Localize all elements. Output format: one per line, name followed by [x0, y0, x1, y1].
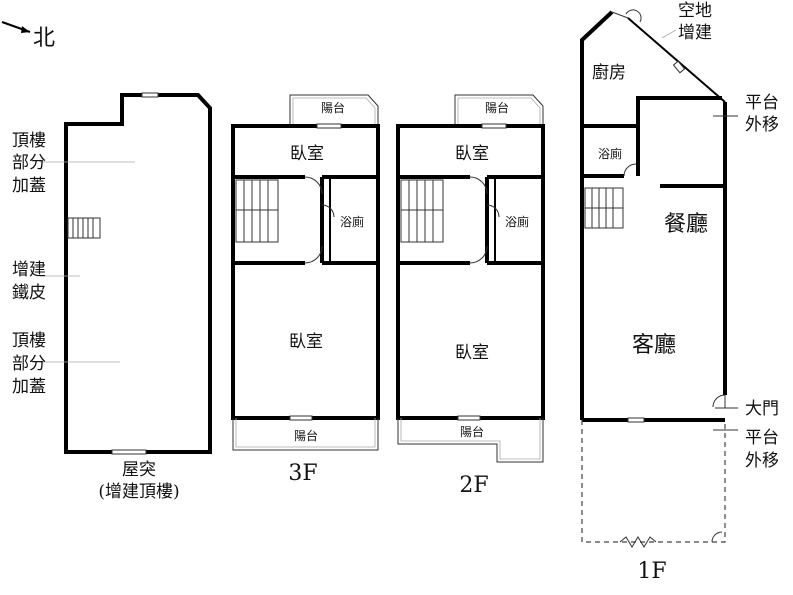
roof-note-3: 加蓋: [12, 176, 46, 196]
2f-bottom-door: [457, 415, 481, 421]
1f-title: 1F: [637, 559, 666, 584]
north-arrow: 北: [1, 21, 55, 51]
1f-dining: 餐廳: [664, 212, 708, 237]
1f-stair: [584, 187, 624, 229]
roof-note-2: 部分: [12, 153, 46, 173]
1f-kitchen-window: [672, 60, 686, 74]
north-arrow-head-icon: [21, 26, 30, 33]
1f-living: 客廳: [632, 333, 676, 358]
roof-note-7: 部分: [12, 354, 46, 374]
1f-platform-bottom-2: 外移: [745, 451, 779, 471]
roof-stair: [67, 217, 101, 239]
roof-note-4: 增建: [12, 260, 46, 280]
1f-gate: [619, 536, 657, 548]
2f-bedroom-main: 臥室: [455, 343, 489, 363]
1f-open-space-1: 空地: [678, 1, 712, 21]
1f-platform-top-2: 外移: [745, 115, 779, 135]
1f-kitchen: 廚房: [592, 62, 626, 83]
2f-balcony-top: 陽台: [485, 100, 509, 115]
roof-note-6: 頂樓: [12, 331, 46, 351]
2f-stair: [400, 179, 444, 243]
3f-bedroom-top: 臥室: [290, 144, 324, 164]
3f-balcony-top: 陽台: [321, 100, 345, 115]
2f-top-window: [481, 123, 507, 129]
floor-2f: 陽台 臥室 浴廁 臥室 陽台 2F: [396, 94, 545, 498]
floor-1f: 廚房 空地 增建 平台 外移 浴廁 餐廳 客廳: [580, 1, 779, 584]
roof-note-1: 頂樓: [12, 131, 46, 151]
1f-main-door: 大門: [745, 399, 779, 419]
3f-bottom-door: [289, 415, 313, 421]
2f-bedroom-top: 臥室: [455, 144, 489, 164]
roof-note-5: 鐵皮: [12, 283, 46, 303]
2f-title: 2F: [459, 473, 488, 498]
north-label: 北: [33, 26, 55, 51]
roof-window: [141, 92, 159, 98]
3f-balcony-bottom: 陽台: [294, 428, 318, 443]
1f-platform-top-1: 平台: [745, 93, 779, 113]
2f-bath: 浴廁: [505, 214, 529, 229]
1f-bath: 浴廁: [598, 146, 622, 161]
roof-door: [111, 449, 147, 455]
3f-top-window: [316, 123, 342, 129]
roof-note-8: 加蓋: [12, 377, 46, 397]
3f-bedroom-main: 臥室: [289, 332, 323, 352]
roof-title: 屋突: [122, 460, 156, 480]
3f-stair: [235, 179, 279, 243]
3f-bath: 浴廁: [340, 214, 364, 229]
1f-open-space-2: 增建: [678, 23, 712, 43]
1f-bottom-window: [627, 417, 645, 423]
floor-3f: 陽台 臥室 浴廁 臥室 陽台 3F: [231, 94, 380, 486]
roof-floor: 頂樓 部分 加蓋 增建 鐵皮 頂樓 部分 加蓋 屋突 (增建頂樓): [12, 92, 212, 502]
roof-subtitle: (增建頂樓): [98, 482, 179, 502]
3f-title: 3F: [288, 461, 317, 486]
1f-platform-bottom-1: 平台: [745, 428, 779, 448]
2f-balcony-bottom: 陽台: [460, 424, 484, 439]
